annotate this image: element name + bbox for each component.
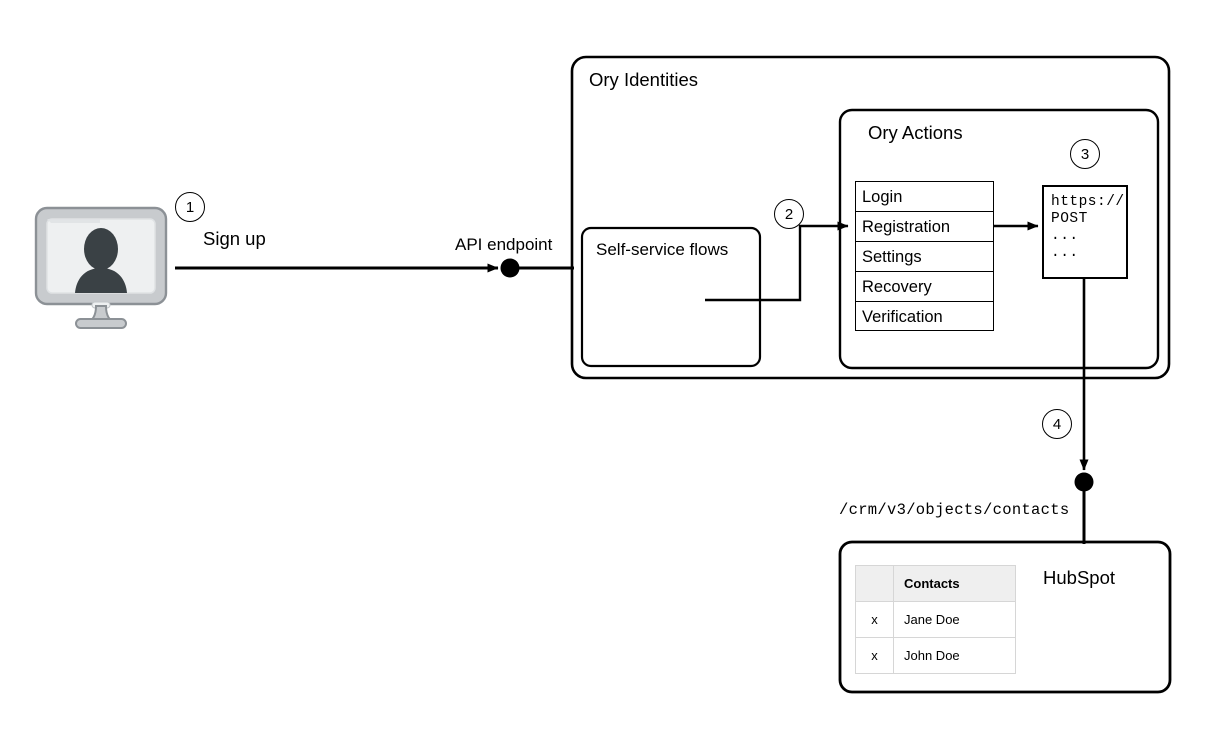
flow-list-item-login[interactable]: Login xyxy=(856,182,993,212)
step-marker-4-label: 4 xyxy=(1052,415,1062,433)
ory-actions-title: Ory Actions xyxy=(868,122,963,143)
hubspot-api-path-label: /crm/v3/objects/contacts xyxy=(839,501,1070,519)
step-marker-3: 3 xyxy=(1070,139,1100,169)
webhook-code-line-3: ... xyxy=(1051,228,1079,244)
contacts-row-2-mark: x xyxy=(855,637,894,674)
contacts-table: Contacts x Jane Doe x John Doe xyxy=(855,565,1016,674)
flow-list-item-recovery[interactable]: Recovery xyxy=(856,272,993,302)
step-marker-4: 4 xyxy=(1042,409,1072,439)
step-marker-2-label: 2 xyxy=(784,205,794,223)
step-marker-2: 2 xyxy=(774,199,804,229)
contacts-table-header-row: Contacts xyxy=(855,565,1016,602)
self-service-flows-title: Self-service flows xyxy=(596,240,729,259)
user-monitor-icon xyxy=(34,206,168,335)
signup-label: Sign up xyxy=(203,228,266,249)
contacts-row-1-mark: x xyxy=(855,601,894,638)
table-row[interactable]: x Jane Doe xyxy=(855,601,1016,638)
step-marker-3-label: 3 xyxy=(1080,145,1090,163)
contacts-table-header-blank xyxy=(855,565,894,602)
webhook-code-box: https:// POST ... ... xyxy=(1042,185,1128,279)
webhook-code-line-1: https:// xyxy=(1051,194,1125,210)
webhook-code-line-2: POST xyxy=(1051,211,1088,227)
contacts-row-2-name: John Doe xyxy=(893,637,1016,674)
contacts-table-header-contacts: Contacts xyxy=(893,565,1016,602)
flow-list-item-settings[interactable]: Settings xyxy=(856,242,993,272)
hubspot-title: HubSpot xyxy=(1043,567,1115,588)
ory-identities-title: Ory Identities xyxy=(589,69,698,90)
step-marker-1-label: 1 xyxy=(185,198,195,216)
flow-list-item-registration[interactable]: Registration xyxy=(856,212,993,242)
api-endpoint-label: API endpoint xyxy=(455,235,553,254)
table-row[interactable]: x John Doe xyxy=(855,637,1016,674)
step-marker-1: 1 xyxy=(175,192,205,222)
webhook-code-line-4: ... xyxy=(1051,245,1079,261)
flow-list-item-verification[interactable]: Verification xyxy=(862,308,943,326)
contacts-row-1-name: Jane Doe xyxy=(893,601,1016,638)
flow-list: Login Registration Settings Recovery Ver… xyxy=(855,181,994,331)
